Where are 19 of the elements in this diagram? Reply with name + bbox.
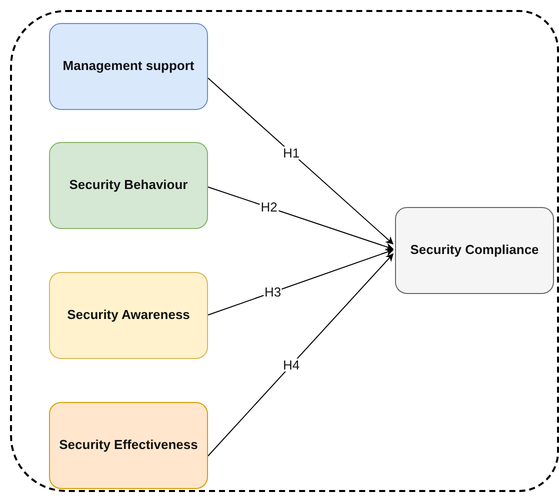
arrow [208, 186, 394, 250]
node-label: Management support [62, 58, 196, 75]
node-label: Security Compliance [409, 242, 540, 259]
arrow [208, 78, 394, 245]
arrow [208, 248, 394, 316]
node-label: Security Effectiveness [58, 437, 199, 454]
process-box [49, 23, 208, 110]
process-box [49, 402, 208, 489]
edge-label: H3 [263, 286, 282, 299]
process-box [49, 272, 208, 359]
process-box [49, 142, 208, 229]
process-box [395, 207, 554, 294]
dashed-boundary [10, 10, 559, 492]
arrow [208, 253, 394, 456]
edge-label: H2 [260, 200, 278, 214]
edge-label: H4 [282, 358, 301, 372]
node-label: Security Behaviour [68, 177, 189, 194]
node-label: Security Awareness [66, 307, 191, 324]
edge-label: H1 [282, 146, 301, 160]
